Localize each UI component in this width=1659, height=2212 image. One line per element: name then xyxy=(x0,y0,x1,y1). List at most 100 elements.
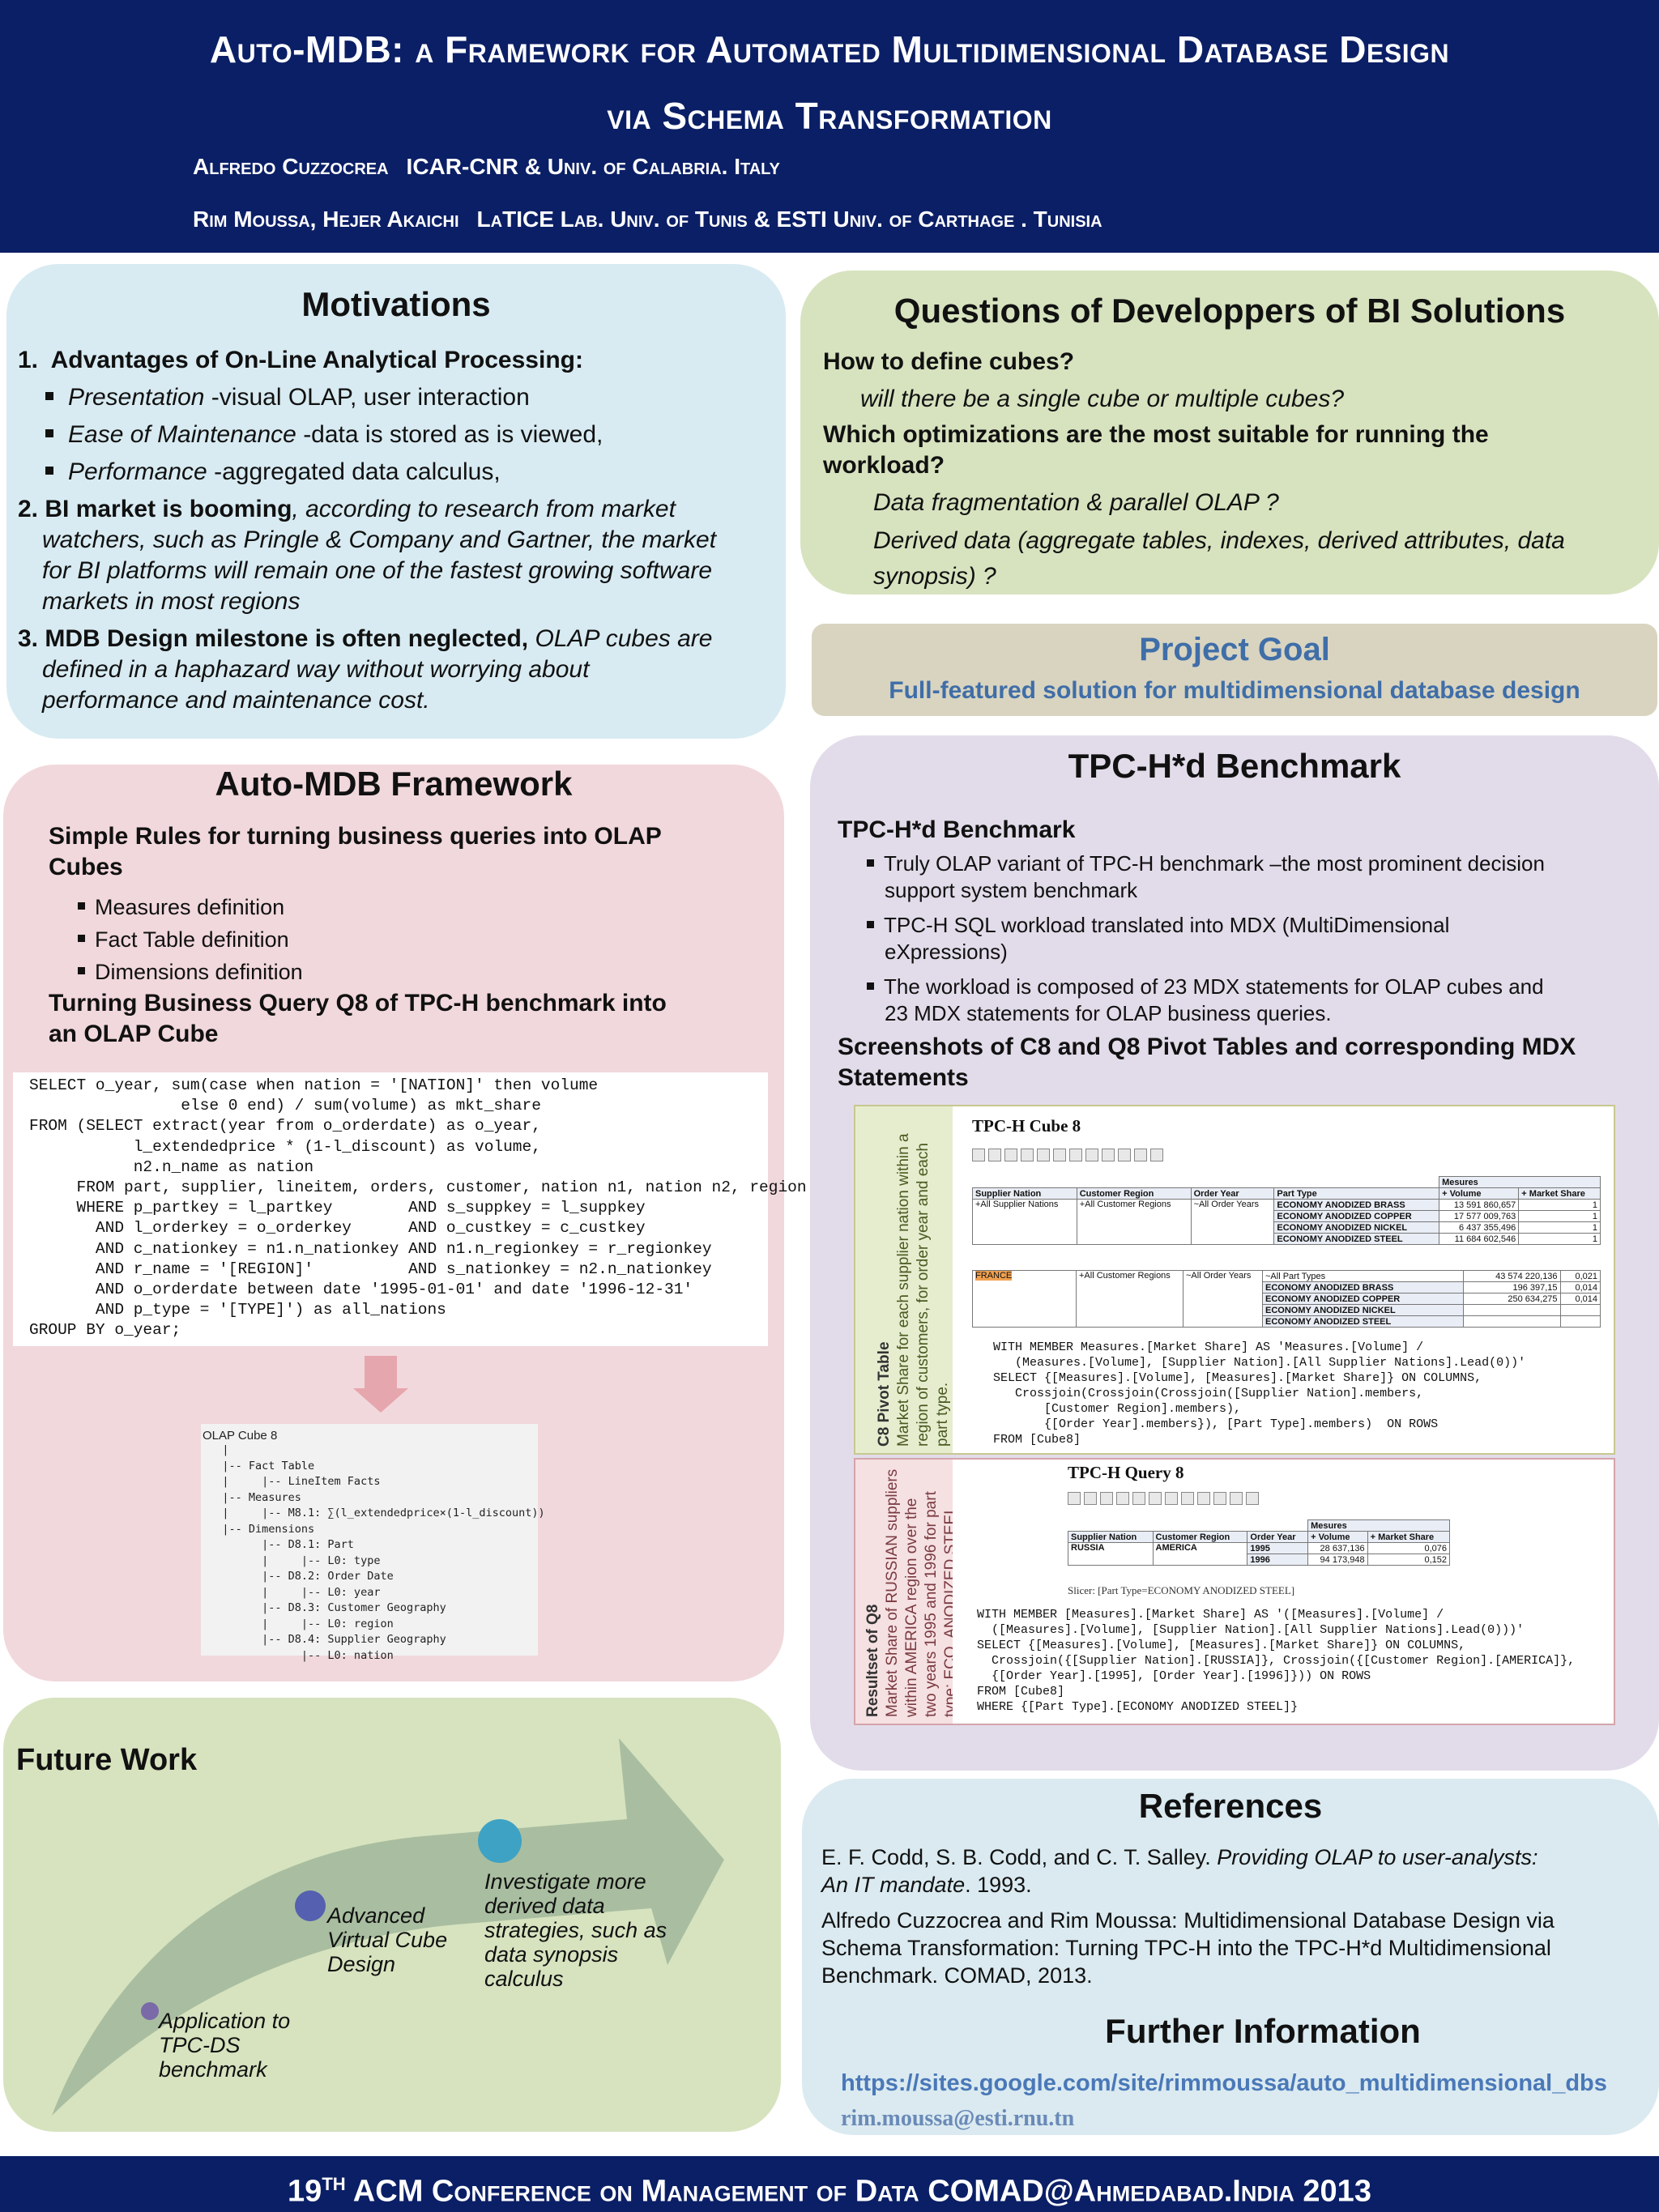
poster-title-line2: via Schema Transformation xyxy=(607,95,1052,137)
ref-title: Providing OLAP to user-analysts: xyxy=(1217,1845,1538,1869)
order-header: Order Year xyxy=(1247,1531,1309,1543)
year-cell: 1995 xyxy=(1247,1542,1309,1554)
order-all[interactable]: ~All Order Years xyxy=(1183,1270,1263,1328)
toolbar-icon[interactable] xyxy=(1004,1149,1017,1161)
supplier-cell[interactable]: RUSSIA xyxy=(1068,1542,1154,1566)
label-text: Market Share of RUSSIAN suppliers within… xyxy=(884,1468,953,1717)
future-step-2: Advanced Virtual Cube Design xyxy=(327,1903,448,1976)
motivations-panel: Motivations 1. Advantages of On-Line Ana… xyxy=(6,264,786,739)
toolbar-icon[interactable] xyxy=(1197,1492,1210,1505)
part-type-cell: ECONOMY ANODIZED NICKEL xyxy=(1273,1221,1440,1234)
rule-text: Measures definition xyxy=(95,895,285,919)
ref-text: Schema Transformation: Turning TPC-H int… xyxy=(821,1936,1551,1960)
toolbar-icon[interactable] xyxy=(1021,1149,1034,1161)
toolbar-icon[interactable] xyxy=(1149,1492,1162,1505)
bullet-square xyxy=(867,859,874,867)
motivations-title: Motivations xyxy=(301,285,491,323)
bullet-text: -visual OLAP, user interaction xyxy=(204,384,530,411)
toolbar-icon[interactable] xyxy=(1181,1492,1194,1505)
item-text: defined in a haphazard way without worry… xyxy=(42,656,590,683)
toolbar-icon[interactable] xyxy=(1068,1492,1081,1505)
share-cell: 1 xyxy=(1518,1221,1601,1234)
ref-text: Benchmark. COMAD, 2013. xyxy=(821,1963,1093,1988)
supplier-all[interactable]: +All Supplier Nations xyxy=(972,1199,1077,1245)
author2-affiliation: LaTICE Lab. Univ. of Tunis & ESTI Univ. … xyxy=(476,207,1102,232)
toolbar-icon[interactable] xyxy=(1246,1492,1259,1505)
heading-text: Statements xyxy=(838,1064,969,1091)
bullet-square xyxy=(78,902,85,910)
toolbar-icon[interactable] xyxy=(1118,1149,1131,1161)
spacer-cell xyxy=(973,1177,1439,1188)
share-cell: 1 xyxy=(1518,1233,1601,1245)
toolbar-icon[interactable] xyxy=(1085,1149,1098,1161)
reference-1: E. F. Codd, S. B. Codd, and C. T. Salley… xyxy=(821,1843,1537,1899)
toolbar-icon[interactable] xyxy=(1132,1492,1145,1505)
toolbar-icon[interactable] xyxy=(1165,1492,1178,1505)
motivation-bullet-performance: Performance -aggregated data calculus, xyxy=(45,457,501,488)
rule-text: Dimensions definition xyxy=(95,960,303,984)
toolbar-icon[interactable] xyxy=(1116,1492,1129,1505)
part-all[interactable]: ~All Part Types xyxy=(1261,1270,1465,1282)
order-all[interactable]: ~All Order Years xyxy=(1190,1199,1275,1245)
toolbar-icon[interactable] xyxy=(1069,1149,1082,1161)
step-dot-1 xyxy=(141,2002,159,2020)
motivation-item-2: 2. BI market is booming, according to re… xyxy=(18,494,716,617)
footer-ordinal-suffix: TH xyxy=(322,2174,346,2194)
toolbar-icon[interactable] xyxy=(1150,1149,1163,1161)
toolbar-icon[interactable] xyxy=(1213,1492,1226,1505)
question-1-sub: will there be a single cube or multiple … xyxy=(860,386,1344,412)
toolbar-icon[interactable] xyxy=(972,1149,985,1161)
question-2: Which optimizations are the most suitabl… xyxy=(823,420,1489,481)
screenshots-heading: Screenshots of C8 and Q8 Pivot Tables an… xyxy=(838,1032,1576,1093)
growth-arrow-shape xyxy=(52,1738,724,2116)
olap-cube-title: OLAP Cube 8 xyxy=(203,1429,278,1443)
q8-mdx-statement: WITH MEMBER [Measures].[Market Share] AS… xyxy=(977,1608,1576,1714)
email-link[interactable]: rim.moussa@esti.rnu.tn xyxy=(841,2106,1075,2131)
toolbar-icon[interactable] xyxy=(1084,1492,1097,1505)
bullet-square xyxy=(45,467,53,475)
volume-cell: 250 634,275 xyxy=(1463,1293,1561,1305)
volume-header: + Volume xyxy=(1439,1187,1520,1200)
share-cell: 0,014 xyxy=(1559,1281,1601,1294)
bullet-text: -data is stored as is viewed, xyxy=(296,421,603,448)
q8-resultset-screenshot: Resultset of Q8 Market Share of RUSSIAN … xyxy=(854,1458,1615,1725)
customer-all[interactable]: +All Customer Regions xyxy=(1076,1199,1192,1245)
toolbar-icon[interactable] xyxy=(1037,1149,1050,1161)
share-cell: 0,152 xyxy=(1367,1554,1451,1566)
part-type-cell: ECONOMY ANODIZED NICKEL xyxy=(1261,1304,1465,1316)
toolbar-icon[interactable] xyxy=(1053,1149,1066,1161)
table-row: +All Supplier Nations +All Customer Regi… xyxy=(972,1199,1601,1245)
motivation-item-1: 1. Advantages of On-Line Analytical Proc… xyxy=(18,345,583,376)
author1-name: Alfredo Cuzzocrea xyxy=(193,154,389,179)
share-cell: 1 xyxy=(1518,1210,1601,1222)
item-text: , according to research from market xyxy=(292,496,676,522)
toolbar-icon[interactable] xyxy=(1100,1492,1113,1505)
rule-item: Measures definition xyxy=(78,891,303,923)
question-text: workload? xyxy=(823,452,945,479)
toolbar-icon[interactable] xyxy=(1102,1149,1115,1161)
toolbar-icon[interactable] xyxy=(1134,1149,1147,1161)
volume-cell: 28 637,136 xyxy=(1307,1542,1368,1554)
toolbar-icon[interactable] xyxy=(988,1149,1001,1161)
bullet-square xyxy=(867,982,874,990)
share-header: + Market Share xyxy=(1518,1187,1601,1200)
c8-toolbar xyxy=(972,1149,1163,1163)
customer-all[interactable]: +All Customer Regions xyxy=(1076,1270,1183,1328)
france-tag[interactable]: FRANCE xyxy=(975,1271,1013,1281)
order-header: Order Year xyxy=(1190,1187,1275,1200)
customer-cell[interactable]: AMERICA xyxy=(1152,1542,1248,1566)
part-type-cell: ECONOMY ANODIZED COPPER xyxy=(1261,1293,1465,1305)
volume-cell xyxy=(1463,1315,1561,1328)
label-bold: Resultset of Q8 xyxy=(864,1604,881,1717)
toolbar-icon[interactable] xyxy=(1230,1492,1243,1505)
project-url-link[interactable]: https://sites.google.com/site/rimmoussa/… xyxy=(841,2070,1607,2096)
item-number: 1. xyxy=(18,347,39,373)
supplier-cell: FRANCE xyxy=(972,1270,1077,1328)
reference-2: Alfredo Cuzzocrea and Rim Moussa: Multid… xyxy=(821,1907,1555,1989)
bullet-text: support system benchmark xyxy=(885,878,1138,902)
question-text: Derived data (aggregate tables, indexes,… xyxy=(873,527,1565,554)
share-header: + Market Share xyxy=(1367,1531,1451,1543)
